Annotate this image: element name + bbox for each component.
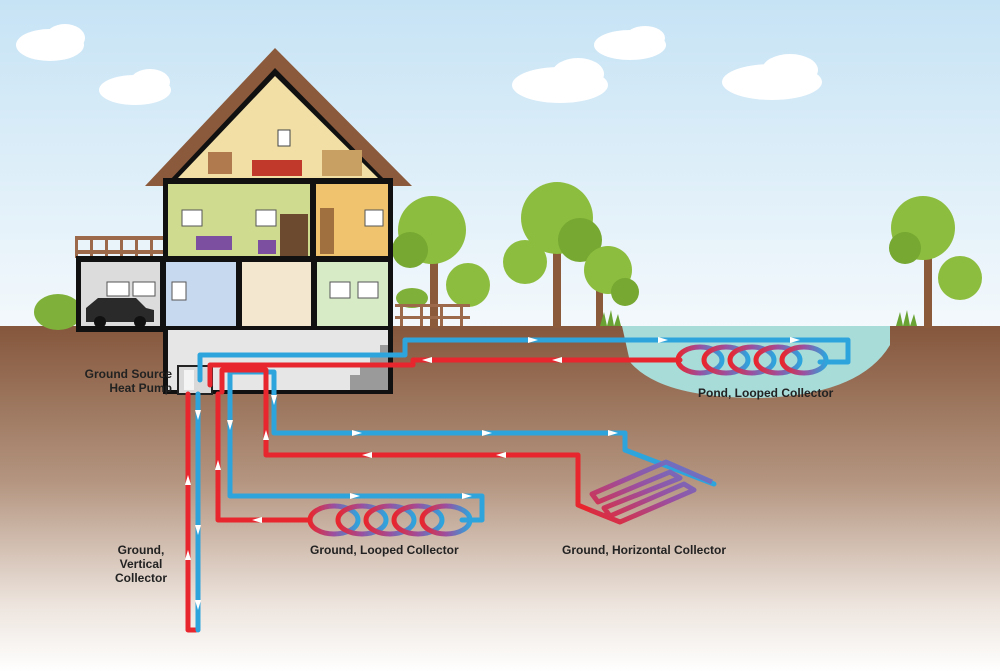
ground-looped-collector-label: Ground, Looped Collector [310, 543, 459, 557]
ground-coil [307, 503, 473, 537]
pipes [185, 337, 851, 633]
pond-return-pipe [207, 357, 683, 388]
heat-pump-unit [177, 365, 213, 395]
vertical-label-line-3: Collector [114, 571, 167, 585]
heat-pump-label: Ground Source Heat Pump [64, 367, 172, 395]
house [76, 48, 412, 394]
ground-vertical-collector-label: Ground, Vertical Collector [94, 543, 188, 585]
vertical-label-line-1: Ground, [117, 543, 165, 557]
heat-pump-label-line-2: Heat Pump [109, 381, 172, 395]
ground-horizontal-collector-label: Ground, Horizontal Collector [562, 543, 726, 557]
vertical-return-pipe [185, 391, 199, 633]
pond-collector-label: Pond, Looped Collector [698, 386, 834, 400]
deck [75, 236, 470, 326]
vertical-label-line-2: Vertical [119, 557, 163, 571]
trees [34, 182, 982, 330]
looped-return-pipe [215, 391, 313, 523]
flow-arrows [185, 337, 800, 610]
pond-supply-pipe [197, 337, 851, 383]
heat-pump-label-line-1: Ground Source [84, 367, 172, 381]
clouds [16, 24, 822, 105]
horizontal-return-pipe [219, 367, 593, 513]
pond-coil [675, 344, 829, 376]
looped-supply-pipe [227, 389, 485, 523]
horizontal-zigzag [589, 459, 713, 525]
